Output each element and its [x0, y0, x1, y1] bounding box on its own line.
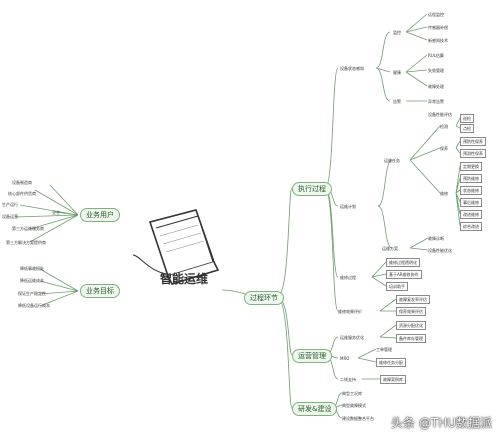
- status-item: RUL估算: [428, 53, 444, 58]
- plan-node: 运维计划: [340, 204, 356, 209]
- eval-item: 保养效果评估: [396, 307, 426, 316]
- rd-item: 典型工况库: [342, 391, 362, 396]
- repair-item: 培训助手: [386, 282, 408, 291]
- plan-group: 检测: [440, 124, 448, 129]
- status-item: 故障处理: [428, 84, 444, 89]
- plan-item: 状态维修: [460, 186, 482, 195]
- support-item: 故障案例库: [380, 375, 406, 384]
- mro-item: 工单管理: [376, 347, 392, 352]
- user-item: 生产运行: [2, 202, 18, 207]
- ops-item: 资源分配优化: [396, 321, 426, 330]
- user-item: 第三方解决方案提供商: [6, 240, 46, 245]
- plan-item: 定期更换: [460, 162, 482, 171]
- status-item: 设备性能评估: [428, 112, 452, 117]
- plan-group: 保养: [440, 146, 448, 151]
- central-topic: 智能运维: [160, 272, 209, 286]
- plan-item: 改进维修: [460, 210, 482, 219]
- rd-item: 典型故障模式: [342, 403, 366, 408]
- goal-item: 保证生产稳定性: [18, 291, 46, 296]
- user-item: 核心部件供货商: [8, 191, 36, 196]
- status-item: 异常告警: [428, 99, 444, 104]
- rd-item: 建设数据整合平台: [342, 416, 374, 421]
- repair-node: 维修过程: [340, 275, 356, 280]
- plan-item: 预防性保养: [460, 137, 486, 146]
- plan-item: 事后维修: [460, 198, 482, 207]
- watermark: 头条 @THU数据派: [391, 416, 492, 430]
- status-item: 远程监控: [428, 12, 444, 17]
- hub-operations: 运营管理: [292, 349, 332, 363]
- status-item: 失效管理: [428, 68, 444, 73]
- plan-item: 预测性保养: [460, 149, 486, 158]
- hub-execution: 执行过程: [292, 182, 332, 196]
- status-item: 新感知技术: [428, 38, 448, 43]
- ops-item: 备件库存管理: [396, 334, 426, 343]
- task-node: 运维任务: [384, 158, 400, 163]
- status-group: 告警: [393, 99, 401, 104]
- hub-process-stage: 过程环节: [244, 291, 284, 305]
- plan-item: 点检: [460, 124, 474, 133]
- hub-business-users: 业务用户: [80, 208, 120, 222]
- book-icon: [148, 209, 220, 285]
- hub-rd: 研发&建设: [292, 402, 338, 416]
- plan-end-item: 故障诊断: [428, 236, 444, 241]
- user-item: 第三方运维服务商: [12, 226, 44, 231]
- status-group: 监控: [393, 30, 401, 35]
- repair-item: 维修过程透明化: [386, 258, 420, 267]
- mro-item: 维修任务分配: [376, 358, 406, 367]
- plan-item: 综合改进: [460, 222, 482, 231]
- plan-group: 维修: [440, 191, 448, 196]
- user-item: 业主: [52, 210, 60, 215]
- status-group: 健康: [393, 70, 401, 75]
- user-item: 设备运营: [2, 214, 18, 219]
- plan-end-node: 运维方案: [382, 246, 398, 251]
- goal-item: 降低事故损失: [20, 266, 44, 271]
- support-node: 二线支持: [340, 377, 356, 382]
- plan-item: 预防维修: [460, 174, 482, 183]
- repair-item: 基于AR维修协作: [386, 270, 422, 279]
- user-item: 设备制造商: [12, 180, 32, 185]
- plan-end-item: 设备性能优化: [428, 248, 452, 253]
- goal-item: 降低运维成本: [20, 278, 44, 283]
- goal-item: 降低设备运行成本: [18, 303, 50, 308]
- plan-item: 巡检: [460, 114, 474, 123]
- ops-node: 运维服务优化: [340, 335, 364, 340]
- status-node: 设备状态感知: [340, 66, 364, 71]
- eval-node: 维修效果评价: [338, 309, 362, 314]
- status-item: 传感器补偿: [428, 25, 448, 30]
- hub-business-goals: 业务目标: [80, 284, 120, 298]
- eval-item: 故障复发率评估: [396, 295, 430, 304]
- mro-node: MRO: [340, 356, 350, 361]
